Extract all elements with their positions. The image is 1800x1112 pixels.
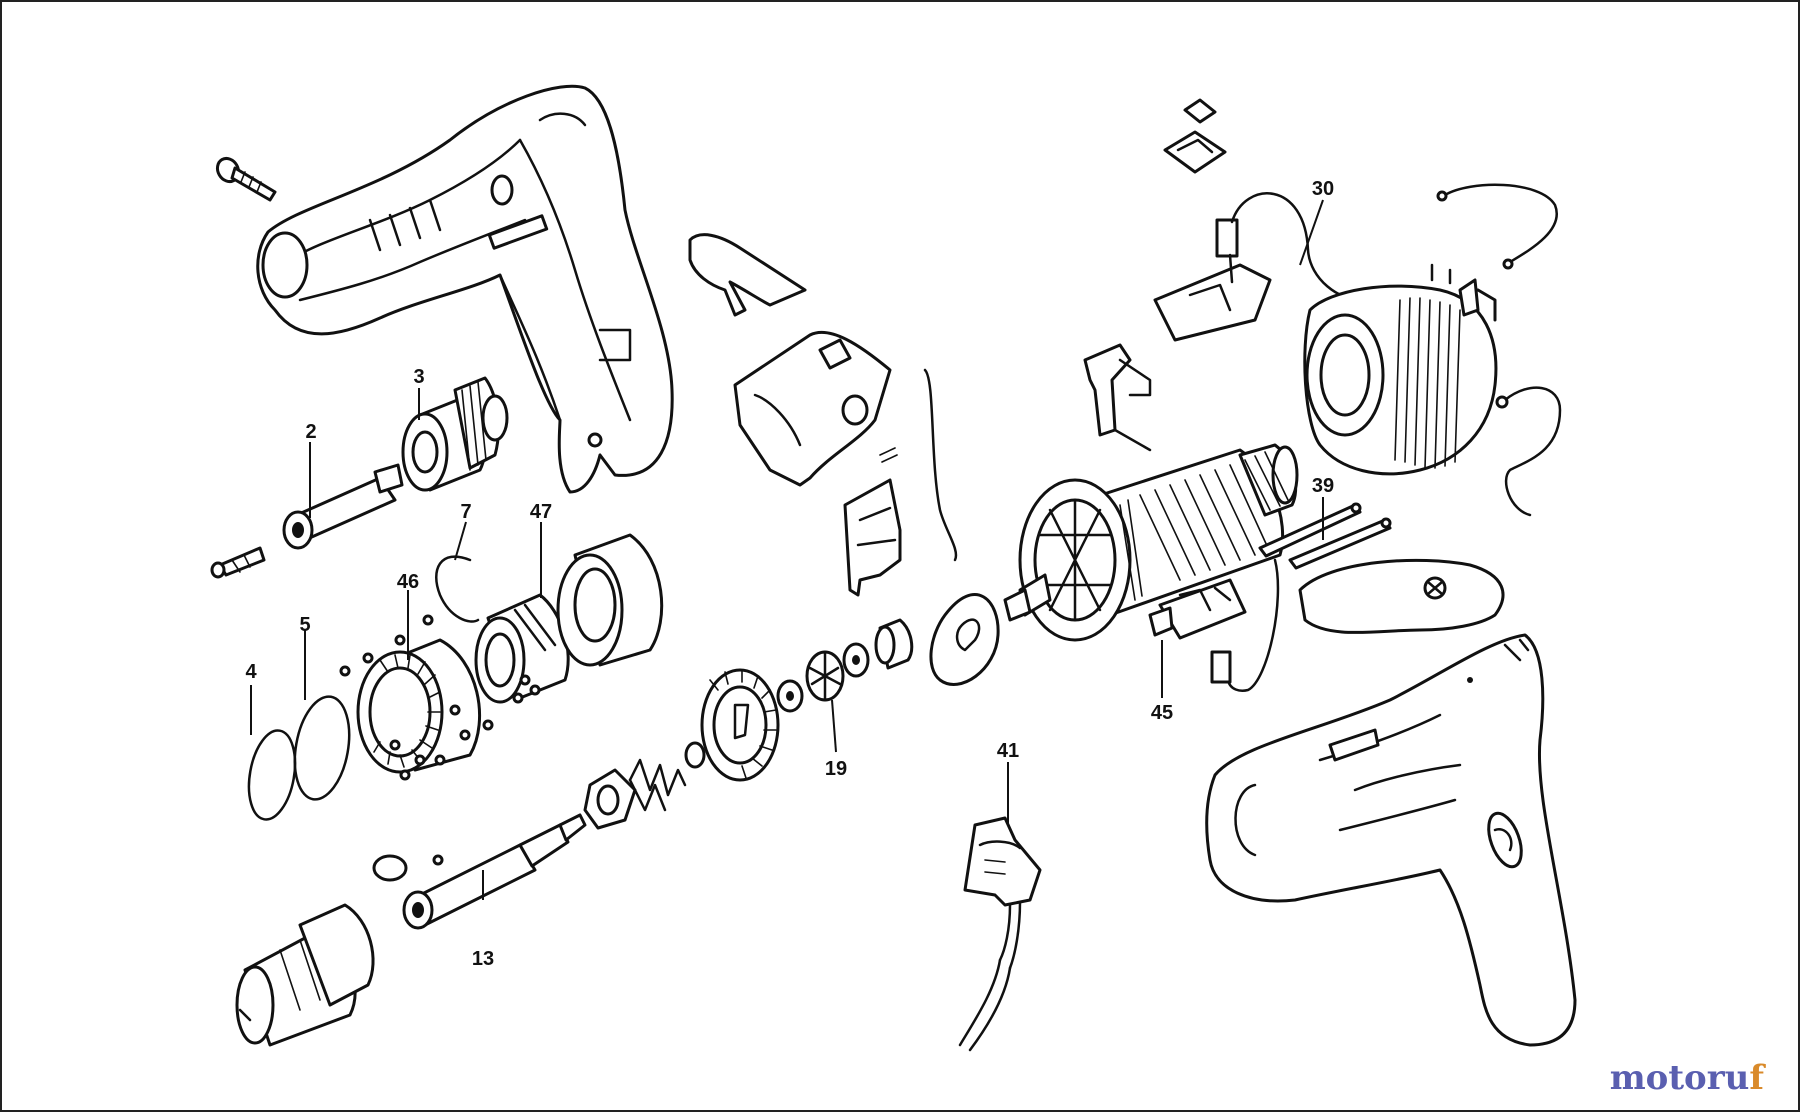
reverse-switch-lever — [843, 368, 958, 597]
callout-labels: 2 3 4 5 7 13 19 30 39 41 45 46 47 — [245, 178, 1334, 970]
bearing-retainer — [929, 593, 1000, 686]
bushing — [874, 618, 914, 670]
clutch-spring — [628, 741, 706, 812]
brush-holder-45 — [1148, 558, 1280, 692]
brush-springs — [1258, 502, 1392, 570]
field-lead-wire — [1443, 183, 1558, 264]
cord-protector — [958, 816, 1042, 1052]
switch-module — [733, 330, 898, 487]
brush-clip — [1163, 98, 1227, 174]
motor-brush-clip — [1083, 343, 1152, 452]
o-ring-4 — [247, 729, 297, 821]
callout-47: 47 — [530, 501, 552, 523]
callout-3: 3 — [413, 366, 424, 388]
stator-field — [1303, 263, 1498, 476]
spindle-nut — [583, 768, 637, 830]
spindle — [372, 813, 587, 930]
callout-39: 39 — [1312, 475, 1334, 497]
drive-gear — [700, 668, 780, 782]
nose-collar — [235, 903, 375, 1047]
stator-lead-wire — [1503, 386, 1562, 517]
adjusting-ring — [556, 533, 664, 667]
callout-46: 46 — [397, 571, 419, 593]
watermark-logo: motoruf — [1610, 1058, 1764, 1098]
clutch-sleeve — [401, 376, 509, 492]
trigger-cover — [688, 233, 807, 317]
callout-30: 30 — [1312, 178, 1334, 200]
callout-41: 41 — [997, 740, 1019, 762]
callout-5: 5 — [299, 614, 310, 636]
housing-screw — [215, 156, 277, 202]
callout-7: 7 — [460, 501, 471, 523]
o-ring-5 — [293, 695, 351, 801]
bit-holder — [210, 463, 404, 579]
callout-leaders — [250, 199, 1324, 900]
callout-2: 2 — [305, 421, 316, 443]
callout-4: 4 — [245, 661, 257, 683]
left-housing-half — [256, 84, 674, 494]
circlip — [435, 555, 480, 623]
callout-45: 45 — [1151, 702, 1173, 724]
callout-13: 13 — [472, 948, 494, 970]
ratchet-gear — [339, 614, 541, 781]
armature — [1003, 443, 1299, 642]
right-housing-half — [1205, 558, 1577, 1047]
callout-19: 19 — [825, 758, 847, 780]
spider-plate — [805, 650, 845, 702]
clutch-nut — [474, 593, 570, 704]
watermark-text-1: motoru — [1609, 1058, 1750, 1098]
watermark-text-2: f — [1749, 1058, 1764, 1098]
